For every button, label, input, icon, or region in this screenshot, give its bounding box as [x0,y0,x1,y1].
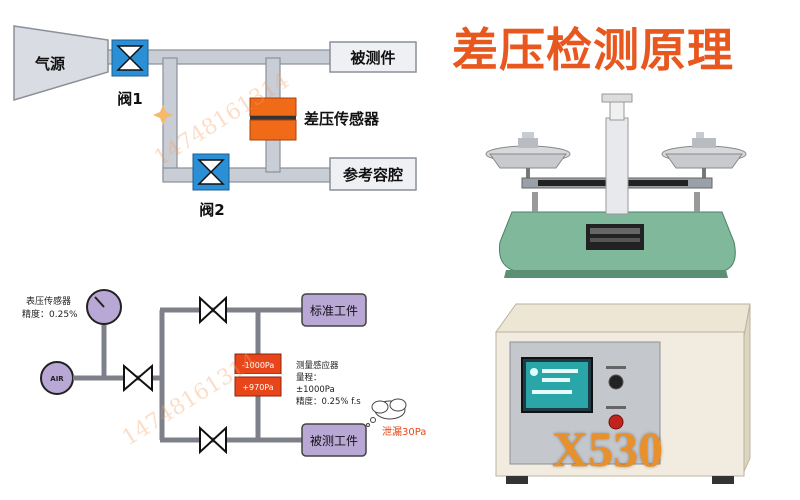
sensor-desc-4: 精度：0.25% f.s [296,396,361,407]
valve1-icon [111,39,149,77]
standard-part-box [301,293,367,327]
air-source-shape [13,25,109,102]
sensor-desc-1: 测量感应器 [296,360,339,371]
valve2-label: 阀2 [199,201,224,219]
tested-part-box [301,423,367,457]
bottom-valve-main-icon [123,363,153,393]
test-part-label: 被测件 [350,49,395,67]
tested-part-label: 被测工件 [310,434,358,448]
diff-sensor-label: 差压传感器 [304,110,380,128]
gauge-label: 表压传感器 [26,295,71,307]
valve1-label: 阀1 [117,90,142,108]
device-model-label: X530 [552,421,664,477]
spark-icon [153,105,173,125]
bottom-diagram: 表压传感器 精度：0.25% AIR -1000Pa +970Pa 测量感应器 … [22,289,426,457]
standard-part-label: 标准工件 [310,304,358,318]
air-source-label: 气源 [34,55,65,73]
test-part-box [329,41,417,73]
reference-box [329,157,417,191]
sensor-desc-3: ±1000Pa [296,385,335,395]
air-label: AIR [50,375,64,383]
sensor-bottom-value: +970Pa [242,383,273,392]
bottom-valve-top-icon [199,295,227,325]
reference-label: 参考容腔 [343,166,403,184]
page-title: 差压检测原理 [452,23,734,77]
valve2-icon [192,153,230,191]
bottom-valve-bottom-icon [199,425,227,455]
pressure-gauge-icon [86,289,122,325]
top-diagram: 气源 阀1 阀2 差压传感器 被测件 参考容腔 [13,25,417,219]
gauge-accuracy: 精度：0.25% [22,308,78,320]
leak-cloud-icon [366,398,407,427]
leak-label: 泄漏30Pa [382,425,426,438]
sensor-desc-2: 量程： [296,373,322,383]
diff-sensor-icon [249,97,297,141]
balance-image [482,92,750,278]
sensor-bottom-block [234,376,282,397]
sensor-top-value: -1000Pa [242,361,275,370]
device-image [488,298,756,498]
